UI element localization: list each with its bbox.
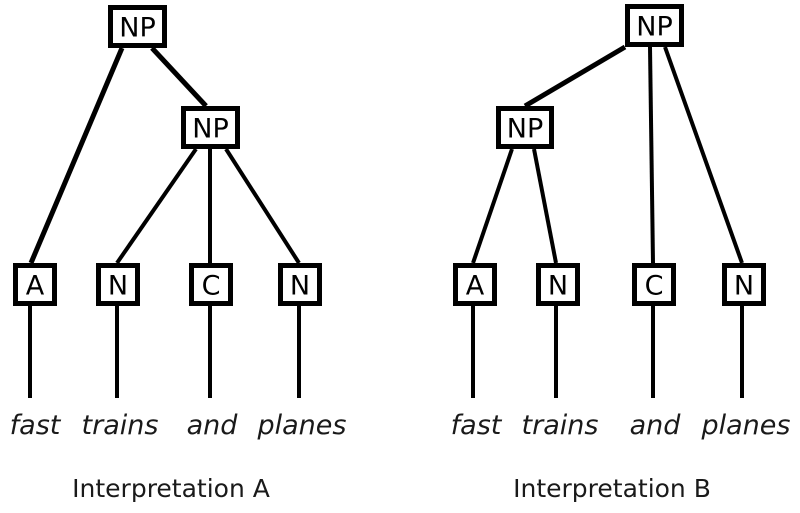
tree-node-b-pos-c[interactable]: C [632, 263, 676, 306]
tree-node-a-np-sub[interactable]: NP [181, 106, 240, 149]
tree-edge-a-np-root-to-a-pos-a [28, 47, 125, 264]
word-b-word-and: and [630, 410, 682, 441]
node-label-a-pos-n2: N [290, 271, 310, 302]
word-a-word-and: and [187, 410, 239, 441]
word-b-word-trains: trains [522, 410, 599, 441]
node-box-outline [13, 263, 57, 306]
node-label-b-np-sub: NP [507, 114, 543, 145]
tree-node-b-pos-n1[interactable]: N [536, 263, 580, 306]
tree-node-a-pos-n2[interactable]: N [278, 263, 322, 306]
tree-edge-a-np-root-to-a-np-sub [150, 46, 208, 108]
tree-node-a-np-root[interactable]: NP [108, 5, 167, 48]
caption-interpretation-b: Interpretation B [513, 474, 711, 503]
node-box-outline [625, 4, 684, 47]
word-a-word-planes: planes [257, 410, 347, 441]
word-a-word-trains: trains [82, 410, 159, 441]
node-label-b-np-root: NP [636, 12, 672, 43]
word-b-word-planes: planes [701, 410, 791, 441]
caption-interpretation-a: Interpretation A [72, 474, 270, 503]
tree-node-a-pos-n1[interactable]: N [96, 263, 140, 306]
node-label-b-pos-n1: N [548, 271, 568, 302]
node-label-a-np-sub: NP [192, 114, 228, 145]
tree-edge-b-np-root-to-b-pos-c [648, 46, 655, 264]
node-box-outline [278, 263, 322, 306]
node-box-outline [496, 106, 554, 149]
tree-edge-b-np-root-to-b-np-sub [523, 44, 627, 109]
node-box-outline [181, 106, 240, 149]
tree-edge-b-np-sub-to-b-pos-a [471, 148, 514, 264]
node-label-a-pos-n1: N [108, 271, 128, 302]
node-box-outline [536, 263, 580, 306]
node-box-outline [632, 263, 676, 306]
node-box-outline [96, 263, 140, 306]
node-label-b-pos-a: A [466, 271, 485, 302]
word-a-word-fast: fast [10, 410, 62, 441]
tree-edge-a-np-sub-to-a-pos-n1 [115, 147, 198, 265]
node-box-outline [722, 263, 766, 306]
node-label-a-pos-a: A [26, 271, 45, 302]
node-label-a-np-root: NP [119, 13, 155, 44]
tree-node-b-pos-a[interactable]: A [453, 263, 497, 306]
node-box-outline [453, 263, 497, 306]
tree-node-b-pos-n2[interactable]: N [722, 263, 766, 306]
tree-node-a-pos-c[interactable]: C [189, 263, 233, 306]
node-label-b-pos-n2: N [734, 271, 754, 302]
tree-node-b-np-root[interactable]: NP [625, 4, 684, 47]
node-box-outline [108, 5, 167, 48]
tree-node-a-pos-a[interactable]: A [13, 263, 57, 306]
tree-edge-a-np-sub-to-a-pos-n2 [224, 147, 301, 265]
word-b-word-fast: fast [451, 410, 503, 441]
tree-node-b-np-sub[interactable]: NP [496, 106, 554, 149]
node-box-outline [189, 263, 233, 306]
tree-edge-b-np-root-to-b-pos-n2 [663, 46, 744, 264]
node-label-a-pos-c: C [202, 271, 221, 302]
node-label-b-pos-c: C [645, 271, 664, 302]
tree-edge-b-np-sub-to-b-pos-n1 [532, 148, 558, 264]
